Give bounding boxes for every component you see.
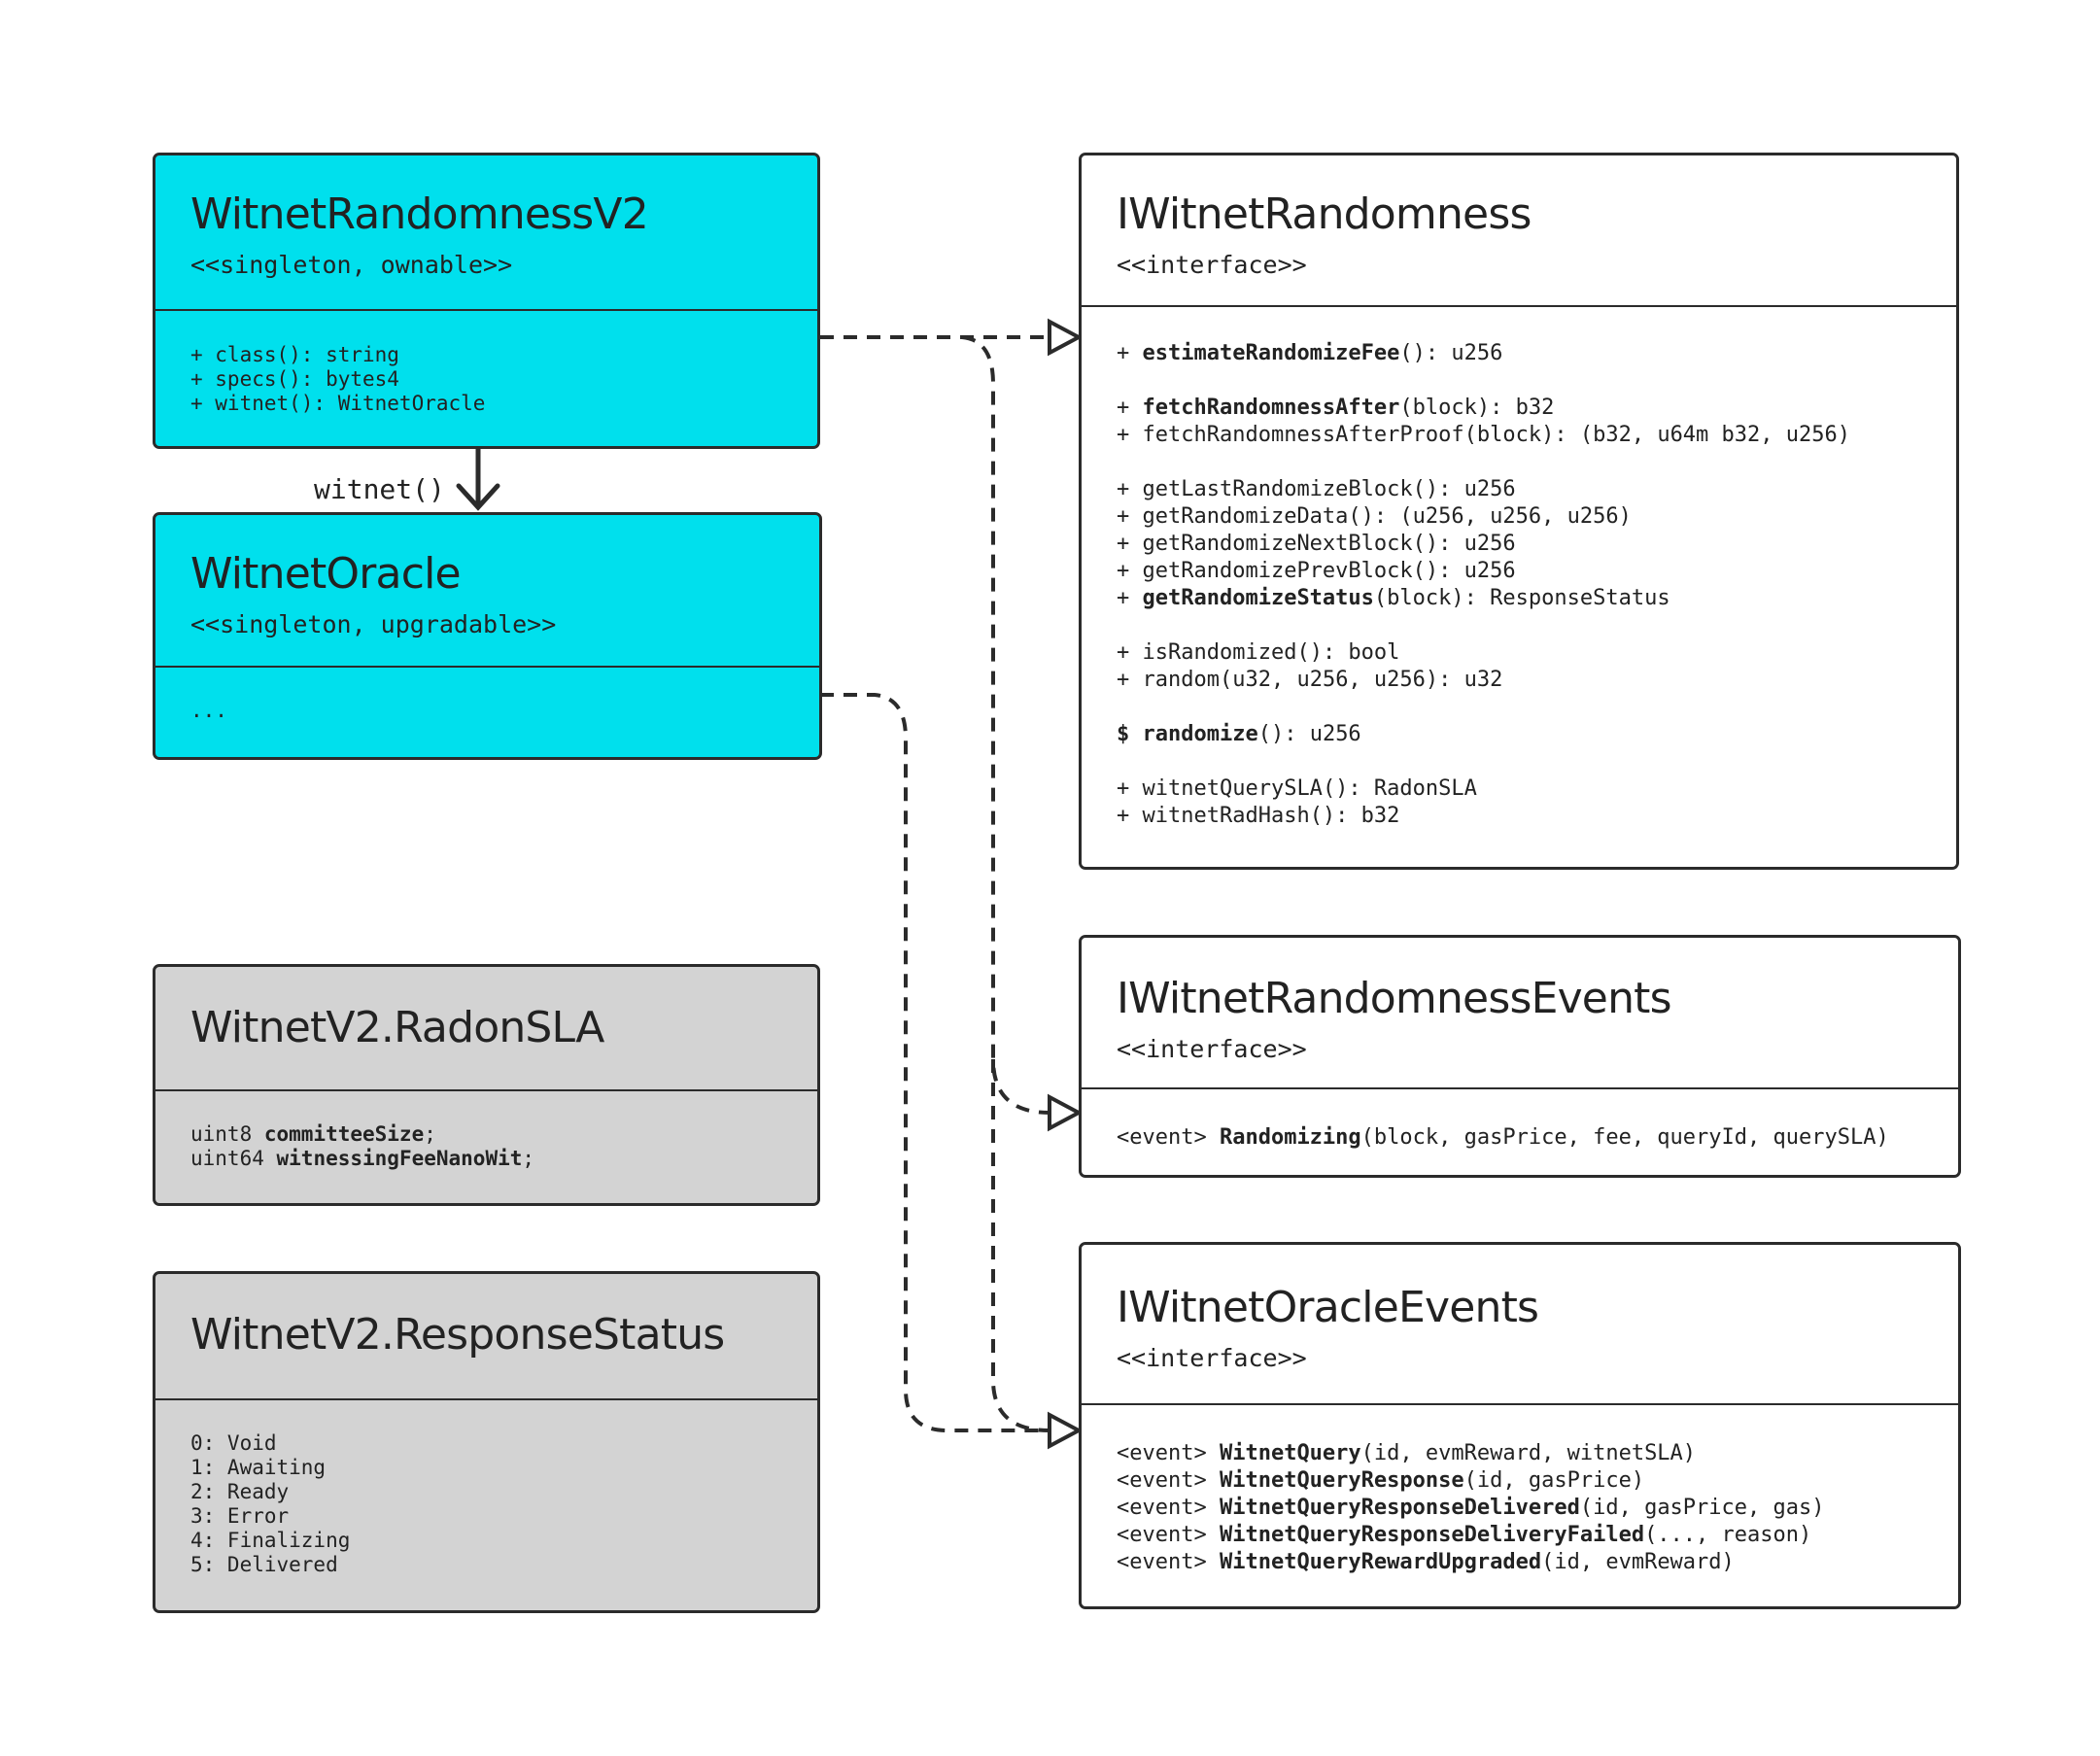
realization-arrowhead [1048, 1411, 1084, 1450]
interface-methods: + estimateRandomizeFee(): u256 + fetchRa… [1082, 307, 1956, 830]
realization-arrowhead [1048, 1093, 1084, 1132]
method: $ randomize(): u256 [1117, 722, 1361, 746]
event: <event> Randomizing(block, gasPrice, fee… [1117, 1125, 1889, 1150]
realization-witnet-oracle-to-i-witnet-oracle-events [820, 693, 1050, 1432]
method: + getRandomizePrevBlock(): u256 [1117, 559, 1516, 583]
method: + getRandomizeData(): (u256, u256, u256) [1117, 504, 1632, 529]
method: + witnetRadHash(): b32 [1117, 804, 1400, 828]
interface-i-witnet-randomness[interactable]: IWitnetRandomness <<interface>> + estima… [1079, 153, 1959, 870]
class-title: WitnetRandomnessV2 [190, 189, 649, 239]
association-arrowhead [456, 483, 500, 511]
method: + getLastRandomizeBlock(): u256 [1117, 477, 1516, 501]
member: ... [190, 699, 227, 722]
class-stereotype: <<singleton, upgradable>> [190, 610, 557, 638]
method: + getRandomizeStatus(block): ResponseSta… [1117, 586, 1670, 610]
method: + getRandomizeNextBlock(): u256 [1117, 532, 1516, 556]
event: <event> WitnetQueryResponseDelivered(id,… [1117, 1496, 1825, 1520]
enum-value: 1: Awaiting [190, 1456, 327, 1479]
member: + specs(): bytes4 [190, 367, 399, 391]
interface-stereotype: <<interface>> [1117, 1035, 1307, 1063]
class-witnet-oracle[interactable]: WitnetOracle <<singleton, upgradable>> .… [153, 512, 822, 760]
interface-stereotype: <<interface>> [1117, 251, 1307, 279]
field-name: committeeSize [263, 1122, 425, 1146]
field-type: uint64 [190, 1147, 277, 1170]
enum-values: 0: Void 1: Awaiting 2: Ready 3: Error 4:… [155, 1400, 817, 1577]
interface-header: IWitnetRandomnessEvents <<interface>> [1082, 938, 1958, 1089]
enum-value: 4: Finalizing [190, 1529, 351, 1552]
enum-value: 0: Void [190, 1431, 277, 1455]
association-label: witnet() [314, 473, 445, 505]
realization-randomness-v2-to-i-witnet-randomness-events [961, 335, 1050, 1115]
field-end: ; [424, 1122, 436, 1146]
interface-i-witnet-oracle-events[interactable]: IWitnetOracleEvents <<interface>> <event… [1079, 1242, 1961, 1609]
struct-field: uint8 committeeSize; [190, 1122, 817, 1147]
interface-title: IWitnetRandomnessEvents [1117, 974, 1672, 1023]
enum-value: 3: Error [190, 1504, 290, 1528]
interface-header: IWitnetRandomness <<interface>> [1082, 155, 1956, 307]
interface-header: IWitnetOracleEvents <<interface>> [1082, 1245, 1958, 1405]
interface-events: <event> WitnetQuery(id, evmReward, witne… [1082, 1405, 1958, 1576]
field-name: witnessingFeeNanoWit [276, 1147, 523, 1170]
struct-fields: uint8 committeeSize; uint64 witnessingFe… [155, 1091, 817, 1171]
enum-response-status[interactable]: WitnetV2.ResponseStatus 0: Void 1: Await… [153, 1271, 820, 1613]
event: <event> WitnetQueryResponseDeliveryFaile… [1117, 1523, 1812, 1547]
event: <event> WitnetQueryRewardUpgraded(id, ev… [1117, 1550, 1735, 1574]
enum-value: 2: Ready [190, 1480, 290, 1503]
method: + random(u32, u256, u256): u32 [1117, 668, 1503, 692]
method: + witnetQuerySLA(): RadonSLA [1117, 776, 1477, 801]
enum-header: WitnetV2.ResponseStatus [155, 1274, 817, 1400]
member: + witnet(): WitnetOracle [190, 392, 486, 415]
class-title: WitnetOracle [190, 549, 462, 599]
interface-stereotype: <<interface>> [1117, 1344, 1307, 1372]
field-type: uint8 [190, 1122, 264, 1146]
class-stereotype: <<singleton, ownable>> [190, 251, 513, 279]
interface-i-witnet-randomness-events[interactable]: IWitnetRandomnessEvents <<interface>> <e… [1079, 935, 1961, 1178]
realization-arrowhead [1048, 318, 1084, 357]
class-members: + class(): string + specs(): bytes4 + wi… [155, 311, 817, 416]
interface-events: <event> Randomizing(block, gasPrice, fee… [1082, 1089, 1958, 1152]
member: + class(): string [190, 343, 399, 366]
method: + fetchRandomnessAfter(block): b32 [1117, 396, 1555, 420]
struct-radon-sla[interactable]: WitnetV2.RadonSLA uint8 committeeSize; u… [153, 964, 820, 1206]
struct-title: WitnetV2.RadonSLA [190, 1003, 604, 1052]
method: + estimateRandomizeFee(): u256 [1117, 341, 1503, 365]
class-header: WitnetRandomnessV2 <<singleton, ownable>… [155, 155, 817, 311]
interface-title: IWitnetOracleEvents [1117, 1283, 1539, 1332]
struct-field: uint64 witnessingFeeNanoWit; [190, 1147, 817, 1171]
method: + fetchRandomnessAfterProof(block): (b32… [1117, 423, 1850, 447]
class-header: WitnetOracle <<singleton, upgradable>> [155, 515, 819, 668]
realization-randomness-v2-to-i-witnet-oracle-events [991, 1059, 1050, 1432]
enum-title: WitnetV2.ResponseStatus [190, 1310, 725, 1360]
field-end: ; [522, 1147, 535, 1170]
method: + isRandomized(): bool [1117, 640, 1400, 665]
interface-title: IWitnetRandomness [1117, 189, 1532, 239]
event: <event> WitnetQuery(id, evmReward, witne… [1117, 1441, 1697, 1465]
enum-value: 5: Delivered [190, 1553, 338, 1576]
class-members: ... [155, 668, 819, 724]
struct-header: WitnetV2.RadonSLA [155, 967, 817, 1091]
event: <event> WitnetQueryResponse(id, gasPrice… [1117, 1468, 1645, 1493]
class-witnet-randomness-v2[interactable]: WitnetRandomnessV2 <<singleton, ownable>… [153, 153, 820, 449]
